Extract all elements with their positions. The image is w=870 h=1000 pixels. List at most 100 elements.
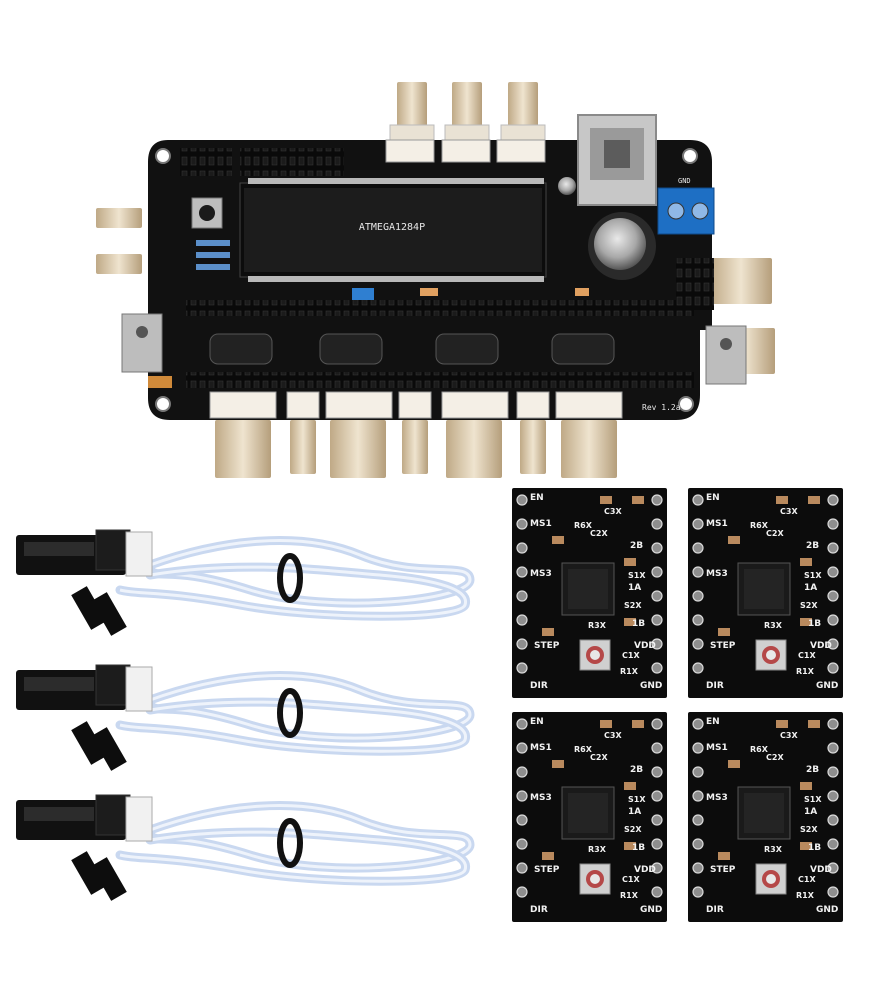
motor-sockets (209, 391, 623, 419)
driver-pin-label: EN (706, 493, 720, 503)
driver-pin-label: EN (530, 717, 544, 727)
driver-socket-row (186, 372, 694, 388)
driver-pin-label: 2B (630, 541, 643, 551)
driver-component-label: R6X (750, 745, 769, 754)
power-terminal (657, 187, 715, 235)
driver-component-label: R1X (796, 667, 815, 676)
driver-pin-label: VDD (634, 865, 656, 875)
usb-b-port (577, 114, 657, 206)
electrolytic-capacitor (588, 212, 656, 280)
driver-pin-label: 1B (632, 843, 645, 853)
driver-component-label: C2X (766, 529, 784, 538)
driver-pin-label: MS3 (706, 793, 728, 803)
driver-component-label: C1X (622, 651, 640, 660)
driver-pin-label: MS1 (706, 743, 728, 753)
driver-component-label: S1X (804, 571, 822, 580)
driver-pin-label: 1B (808, 619, 821, 629)
driver-pin-label: VDD (810, 641, 832, 651)
driver-pin-label: EN (530, 493, 544, 503)
chip-label: ATMEGA1284P (359, 222, 425, 233)
mount-hole (682, 148, 698, 164)
driver-pin-label: DIR (706, 905, 724, 915)
driver-pin-label: VDD (634, 641, 656, 651)
endstop-cables (16, 529, 475, 901)
endstop-socket (496, 139, 546, 163)
pin-header (180, 148, 232, 176)
driver-pin-label: MS3 (530, 793, 552, 803)
driver-component-label: C3X (604, 507, 622, 516)
driver-component-label: R1X (796, 891, 815, 900)
driver-component-label: R3X (588, 845, 607, 854)
driver-pin-label: 2B (630, 765, 643, 775)
bulk-capacitors (209, 333, 615, 365)
driver-component-label: R6X (574, 745, 593, 754)
driver-component-label: C2X (766, 753, 784, 762)
driver-pin-label: DIR (530, 681, 548, 691)
endstop-socket (385, 139, 435, 163)
driver-pin-label: 1A (628, 807, 641, 817)
driver-pin-label: MS1 (530, 519, 552, 529)
resistor-array (148, 240, 589, 388)
driver-pin-label: 1A (804, 583, 817, 593)
endstop-switch-cable (16, 529, 475, 636)
driver-pin-label: STEP (710, 865, 736, 875)
driver-pin-label: 1B (632, 619, 645, 629)
driver-component-label: C3X (780, 507, 798, 516)
driver-pin-label: 1A (628, 583, 641, 593)
driver-pin-label: DIR (530, 905, 548, 915)
bottom-motor-connectors (215, 420, 617, 478)
driver-pin-label: 2B (806, 541, 819, 551)
voltage-regulator (121, 313, 747, 385)
driver-pin-label: 1A (804, 807, 817, 817)
driver-pin-label: EN (706, 717, 720, 727)
endstop-socket (441, 139, 491, 163)
mount-hole (155, 396, 171, 412)
small-capacitor (558, 177, 576, 195)
pin-header (676, 258, 714, 310)
driver-component-label: C2X (590, 529, 608, 538)
driver-pin-label: STEP (710, 641, 736, 651)
pin-header (240, 148, 344, 176)
power-label: GND (678, 177, 691, 185)
driver-pin-label: GND (816, 905, 838, 915)
left-fan-connectors (96, 208, 142, 274)
driver-pin-label: DIR (706, 681, 724, 691)
driver-pin-label: MS1 (530, 743, 552, 753)
driver-component-label: S2X (624, 825, 642, 834)
driver-component-label: C1X (798, 651, 816, 660)
driver-pin-label: STEP (534, 865, 560, 875)
driver-pin-label: GND (640, 681, 662, 691)
driver-pin-label: 1B (808, 843, 821, 853)
reset-button (191, 197, 223, 229)
endstop-switch-cable (16, 664, 475, 771)
driver-component-label: C3X (604, 731, 622, 740)
driver-pin-label: MS3 (706, 569, 728, 579)
driver-pin-label: VDD (810, 865, 832, 875)
driver-component-label: C1X (622, 875, 640, 884)
driver-component-label: C1X (798, 875, 816, 884)
driver-pin-label: STEP (534, 641, 560, 651)
mount-hole (155, 148, 171, 164)
driver-pin-label: MS1 (706, 519, 728, 529)
driver-component-label: C2X (590, 753, 608, 762)
driver-socket-row (186, 300, 694, 316)
driver-component-label: R6X (574, 521, 593, 530)
revision-label: Rev 1.2a (642, 403, 681, 412)
driver-component-label: R1X (620, 667, 639, 676)
driver-component-label: R3X (588, 621, 607, 630)
driver-component-label: R6X (750, 521, 769, 530)
driver-component-label: S2X (624, 601, 642, 610)
driver-pin-label: 2B (806, 765, 819, 775)
driver-component-label: R1X (620, 891, 639, 900)
driver-pin-label: MS3 (530, 569, 552, 579)
driver-component-label: R3X (764, 621, 783, 630)
driver-component-label: S1X (804, 795, 822, 804)
driver-pin-label: GND (816, 681, 838, 691)
driver-component-label: C3X (780, 731, 798, 740)
driver-component-label: S2X (800, 601, 818, 610)
